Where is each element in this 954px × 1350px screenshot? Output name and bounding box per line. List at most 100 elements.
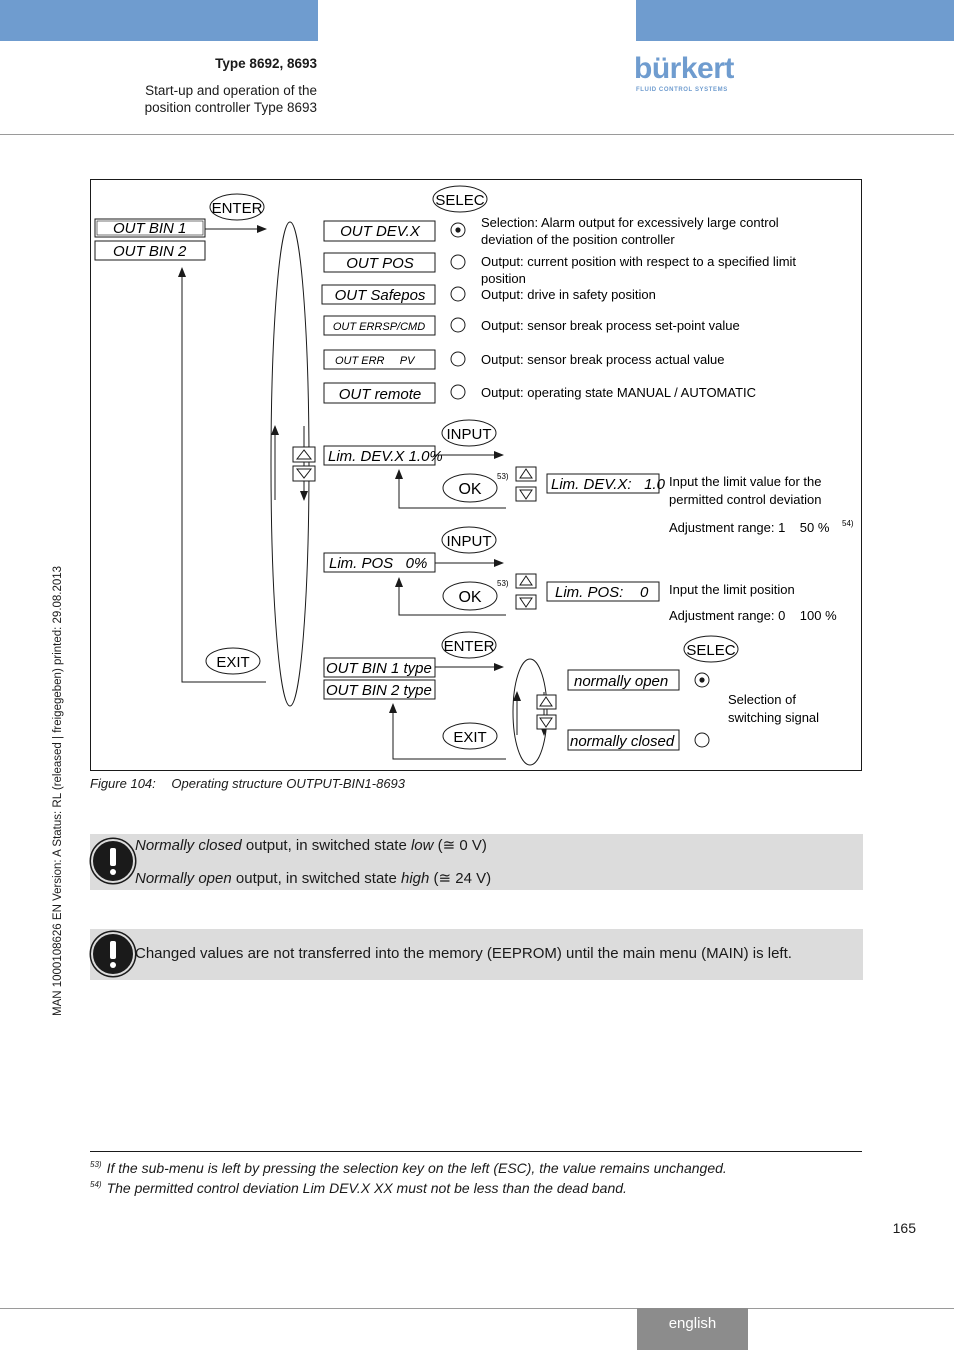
footnote-ref-54: 54) [842, 519, 854, 528]
svg-text:OUT remote: OUT remote [339, 386, 422, 403]
svg-text:position: position [481, 271, 526, 286]
ok-key-dev: OK [442, 473, 498, 503]
svg-text:OUT DEV.X: OUT DEV.X [340, 223, 421, 240]
exclamation-icon [91, 839, 135, 883]
exit-key-type: EXIT [442, 722, 498, 750]
footnote-ref-53-dev: 53) [497, 472, 509, 481]
selection-loop [270, 221, 310, 707]
svg-text:normally open: normally open [574, 673, 668, 690]
burkert-logo-tagline: FLUID CONTROL SYSTEMS [636, 87, 728, 93]
header-divider [0, 134, 954, 135]
svg-text:OUT ERR PV: OUT ERR PV [335, 355, 416, 367]
svg-text:OK: OK [458, 589, 481, 606]
svg-text:INPUT: INPUT [447, 533, 492, 550]
header-bar-right [636, 0, 954, 41]
footnote-54: 54)The permitted control deviation Lim D… [90, 1180, 627, 1196]
svg-text:Selection: Alarm output for ex: Selection: Alarm output for excessively … [481, 215, 779, 230]
svg-text:EXIT: EXIT [216, 654, 249, 671]
svg-text:Output: operating state MANUAL: Output: operating state MANUAL / AUTOMAT… [481, 385, 756, 400]
note-line-normally-closed: Normally closed output, in switched stat… [135, 837, 487, 854]
exit-key-left: EXIT [205, 647, 261, 675]
svg-text:OUT Safepos: OUT Safepos [335, 287, 426, 304]
svg-text:OUT BIN 2: OUT BIN 2 [113, 243, 187, 260]
language-tab: english [637, 1308, 748, 1350]
selec-key-top: SELEC [432, 185, 488, 213]
down-arrow-key [292, 465, 316, 482]
svg-text:Output: sensor break process s: Output: sensor break process set-point v… [481, 318, 740, 333]
svg-text:SELEC: SELEC [435, 192, 484, 209]
note-line-normally-open: Normally open output, in switched state … [135, 870, 492, 887]
svg-text:deviation of the position cont: deviation of the position controller [481, 232, 675, 247]
svg-text:OUT POS: OUT POS [346, 255, 414, 272]
pos-adjustment-range: Adjustment range: 0 100 % [669, 608, 837, 623]
burkert-logo: bürkert [634, 52, 734, 85]
menu-lim-pos: Lim. POS 0% [323, 552, 436, 573]
document-type-title: Type 8692, 8693 [215, 56, 317, 71]
dev-updown-keys [515, 466, 537, 502]
switching-desc-line2: switching signal [728, 710, 819, 725]
footer-divider [0, 1308, 954, 1309]
menu-out-bin-1: OUT BIN 1 [94, 218, 206, 238]
menu-out-bin-1-type: OUT BIN 1 type [323, 657, 436, 678]
option-normally-open: normally open [567, 669, 710, 691]
option-out-pos: OUT POS Output: current position with re… [323, 252, 796, 286]
svg-text:Lim. POS: 0: Lim. POS: 0 [555, 584, 649, 601]
option-out-safepos: OUT Safepos Output: drive in safety posi… [321, 284, 656, 305]
switching-selection-loop [512, 658, 548, 766]
svg-text:Output: current position with: Output: current position with respect to… [481, 254, 796, 269]
footnote-divider [90, 1151, 862, 1152]
svg-text:OUT BIN 2 type: OUT BIN 2 type [326, 682, 432, 699]
switching-desc-line1: Selection of [728, 692, 796, 707]
svg-text:OUT ERRSP/CMD: OUT ERRSP/CMD [333, 321, 425, 333]
ok-key-pos: OK [442, 581, 498, 611]
note-eeprom-text: Changed values are not transferred into … [135, 945, 792, 962]
svg-text:Lim. DEV.X: 1.0: Lim. DEV.X: 1.0 [551, 476, 666, 493]
option-out-dev-x: OUT DEV.X Selection: Alarm output for ex… [323, 215, 779, 247]
dev-adjustment-range: Adjustment range: 1 50 % [669, 520, 830, 535]
input-key-pos: INPUT [441, 526, 497, 554]
menu-out-bin-2: OUT BIN 2 [94, 240, 206, 261]
option-out-errsp-cmd: OUT ERRSP/CMD Output: sensor break proce… [323, 315, 740, 336]
exclamation-icon [91, 932, 135, 976]
dev-desc-line2: permitted control deviation [669, 492, 821, 507]
header-bar-left [0, 0, 318, 41]
pos-updown-keys [515, 573, 537, 610]
svg-text:Lim. DEV.X 1.0%: Lim. DEV.X 1.0% [328, 448, 443, 465]
option-out-err-pv: OUT ERR PV Output: sensor break process … [323, 349, 725, 370]
svg-text:EXIT: EXIT [453, 729, 486, 746]
footnote-ref-53-pos: 53) [497, 579, 509, 588]
figure-caption-text: Operating structure OUTPUT-BIN1-8693 [171, 776, 406, 791]
figure-caption: Figure 104: Operating structure OUTPUT-B… [90, 776, 417, 791]
input-lim-pos: Lim. POS: 0 [546, 581, 660, 602]
note-box-eeprom: Changed values are not transferred into … [90, 929, 863, 980]
svg-text:SELEC: SELEC [686, 642, 735, 659]
svg-text:ENTER: ENTER [212, 200, 263, 217]
svg-text:Output: drive in safety positi: Output: drive in safety position [481, 287, 656, 302]
selec-key-switching: SELEC [683, 635, 739, 663]
svg-text:Output: sensor break process a: Output: sensor break process actual valu… [481, 352, 725, 367]
input-key-dev: INPUT [441, 419, 497, 447]
option-out-remote: OUT remote Output: operating state MANUA… [323, 382, 756, 404]
svg-text:ENTER: ENTER [444, 638, 495, 655]
footnote-53: 53)If the sub-menu is left by pressing t… [90, 1160, 727, 1176]
enter-key-type: ENTER [441, 631, 497, 659]
input-lim-dev-x: Lim. DEV.X: 1.0 [546, 473, 666, 494]
pos-desc-line1: Input the limit position [669, 582, 795, 597]
dev-desc-line1: Input the limit value for the [669, 474, 821, 489]
svg-text:OUT BIN 1 type: OUT BIN 1 type [326, 660, 432, 677]
note-box-switched-state: Normally closed output, in switched stat… [90, 834, 863, 890]
section-subtitle: Start-up and operation of the position c… [144, 83, 317, 115]
page-number: 165 [892, 1220, 916, 1236]
up-arrow-key [292, 446, 316, 463]
svg-text:INPUT: INPUT [447, 426, 492, 443]
menu-lim-dev-x: Lim. DEV.X 1.0% [323, 445, 443, 466]
switching-updown-keys [536, 694, 557, 730]
svg-text:OK: OK [458, 481, 481, 498]
figure-label: Figure 104: [90, 776, 156, 791]
operating-structure-diagram: OUT BIN 1 OUT BIN 2 ENTER SELEC OUT DEV.… [90, 179, 862, 771]
menu-out-bin-2-type: OUT BIN 2 type [323, 679, 436, 700]
enter-key-top: ENTER [209, 193, 265, 221]
svg-text:OUT BIN 1: OUT BIN 1 [113, 220, 186, 237]
svg-text:normally closed: normally closed [570, 733, 675, 750]
svg-text:Lim. POS 0%: Lim. POS 0% [329, 555, 427, 572]
